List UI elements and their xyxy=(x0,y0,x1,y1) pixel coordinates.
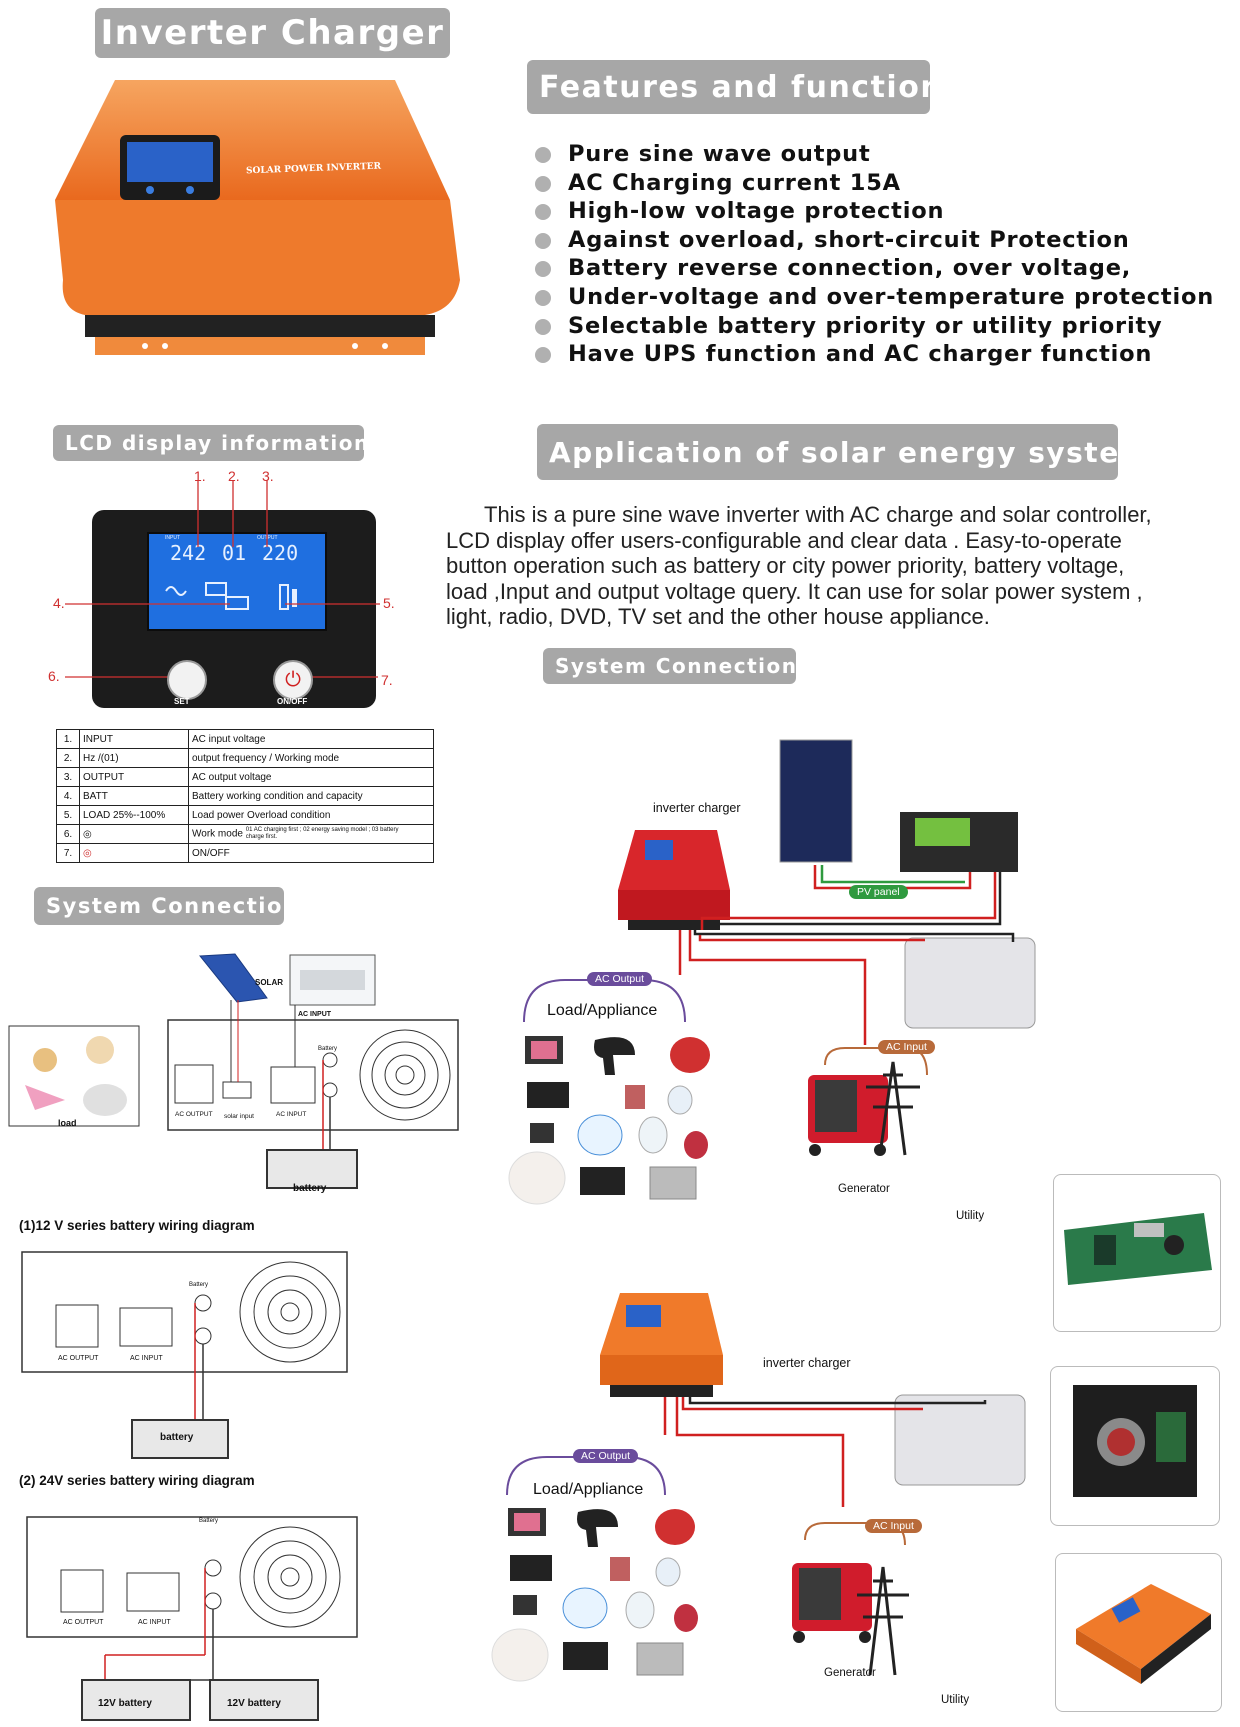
rb-utility-label: Utility xyxy=(941,1694,970,1706)
features-list: Pure sine wave output AC Charging curren… xyxy=(535,140,1214,369)
feature-item: Have UPS function and AC charger functio… xyxy=(535,340,1214,369)
lcd-title: LCD display information: xyxy=(53,425,378,461)
lcd-input-value: 242 xyxy=(170,541,207,565)
lcd-mid-value: 01 xyxy=(222,541,247,565)
table-row: 7.◎ON/OFF xyxy=(56,843,434,863)
left-battery-box-label: battery xyxy=(293,1183,327,1194)
d1-battery-box-label: battery xyxy=(160,1432,194,1443)
d1-port-ac-input: AC INPUT xyxy=(130,1355,163,1362)
application-paragraph: This is a pure sine wave inverter with A… xyxy=(446,502,1152,629)
left-battery-small-label: Battery xyxy=(318,1046,338,1052)
right-bottom-system-diagram xyxy=(491,1293,1026,1682)
rt-generator-label: Generator xyxy=(838,1183,890,1195)
feature-item: Selectable battery priority or utility p… xyxy=(535,312,1214,341)
right-top-system-diagram xyxy=(508,739,1036,1205)
table-row: 2.Hz /(01)output frequency / Working mod… xyxy=(56,748,434,768)
inverter-interior-photo xyxy=(1050,1366,1220,1526)
ac-input-top-label: AC INPUT xyxy=(298,1011,332,1018)
diagram2-caption: (2) 24V series battery wiring diagram xyxy=(19,1473,255,1488)
rt-inverter-label: inverter charger xyxy=(653,801,741,815)
rb-inverter-label: inverter charger xyxy=(763,1356,851,1370)
onoff-button[interactable]: ⏻ xyxy=(273,660,313,700)
callout-5: 5. xyxy=(383,595,395,611)
feature-item: Pure sine wave output xyxy=(535,140,1214,169)
callout-1: 1. xyxy=(194,468,206,484)
lcd-icons xyxy=(165,582,297,610)
set-button-label: SET xyxy=(174,697,190,706)
system-connection-title-left: System Connection: xyxy=(34,887,308,925)
load-label: load xyxy=(58,1118,77,1128)
lcd-screen xyxy=(147,532,327,631)
d1-battery-small-label: Battery xyxy=(189,1282,209,1288)
rt-ac-input-tag: AC Input xyxy=(878,1040,935,1054)
onoff-button-label: ON/OFF xyxy=(277,697,308,706)
inverter-product-image xyxy=(55,80,460,355)
feature-item: Against overload, short-circuit Protecti… xyxy=(535,226,1214,255)
lcd-output-value: 220 xyxy=(262,541,299,565)
callout-7: 7. xyxy=(381,672,393,688)
rt-ac-output-tag: AC Output xyxy=(587,972,653,986)
solar-label: SOLAR xyxy=(255,978,283,987)
diagram2 xyxy=(26,1516,358,1721)
d2-battery-2-label: 12V battery xyxy=(227,1698,281,1709)
callout-6: 6. xyxy=(48,668,60,684)
diagram1 xyxy=(21,1251,348,1459)
callout-2: 2. xyxy=(228,468,240,484)
callout-4: 4. xyxy=(53,595,65,611)
features-title: Features and function: xyxy=(527,60,955,114)
page-title: Inverter Charger xyxy=(95,8,450,58)
feature-item: High-low voltage protection xyxy=(535,197,1214,226)
system-connection-title-right: System Connection: xyxy=(543,648,805,684)
left-system-diagram xyxy=(8,953,459,1189)
table-row: 6.◎ Work mode 01 AC charging first ; 02 … xyxy=(56,824,434,844)
lcd-callout-lines xyxy=(65,480,380,678)
rt-load-label: Load/Appliance xyxy=(547,1002,658,1019)
rt-utility-label: Utility xyxy=(956,1210,985,1222)
lcd-input-label: INPUT xyxy=(165,535,180,541)
d2-battery-1-label: 12V battery xyxy=(98,1698,152,1709)
set-button[interactable] xyxy=(167,660,207,700)
d1-port-ac-output: AC OUTPUT xyxy=(58,1355,99,1362)
d2-port-ac-output: AC OUTPUT xyxy=(63,1619,104,1626)
diagram1-caption: (1)12 V series battery wiring diagram xyxy=(19,1218,255,1233)
callout-3: 3. xyxy=(262,468,274,484)
rb-generator-label: Generator xyxy=(824,1667,876,1679)
feature-item: Under-voltage and over-temperature prote… xyxy=(535,283,1214,312)
d2-port-ac-input: AC INPUT xyxy=(138,1619,171,1626)
circuit-board-photo xyxy=(1053,1174,1221,1332)
rb-ac-output-tag: AC Output xyxy=(573,1449,639,1463)
left-port-ac-input: AC INPUT xyxy=(276,1111,307,1118)
rb-ac-input-tag: AC Input xyxy=(865,1519,922,1533)
table-row: 5.LOAD 25%--100%Load power Overload cond… xyxy=(56,805,434,825)
orange-inverter-photo xyxy=(1055,1553,1222,1712)
left-port-solar-input: solar input xyxy=(224,1113,254,1120)
feature-item: AC Charging current 15A xyxy=(535,169,1214,198)
rb-load-label: Load/Appliance xyxy=(533,1481,644,1498)
d2-battery-small-label: Battery xyxy=(199,1518,219,1524)
application-title: Application of solar energy system : xyxy=(537,424,1173,480)
feature-item: Battery reverse connection, over voltage… xyxy=(535,254,1214,283)
rt-pv-panel-tag: PV panel xyxy=(849,885,908,899)
left-port-ac-output: AC OUTPUT xyxy=(175,1111,213,1118)
